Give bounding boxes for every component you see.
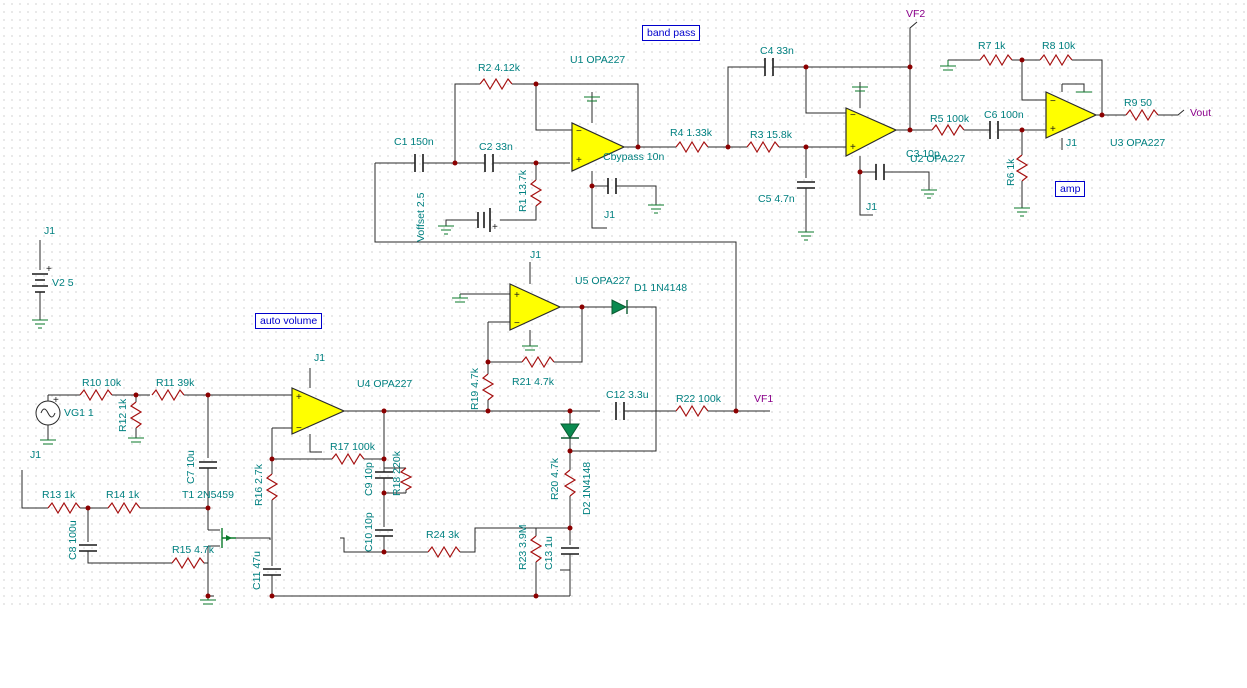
c10-label: C10 10p xyxy=(363,512,375,552)
u4-label: U4 OPA227 xyxy=(357,378,412,390)
u1-minus-sign: − xyxy=(576,126,582,137)
band-pass-title: band pass xyxy=(642,25,701,41)
u2-plus-sign: + xyxy=(850,142,856,153)
vg1-plus-sign: + xyxy=(53,395,59,406)
c1-label: C1 150n xyxy=(394,136,434,148)
vout-net-label: Vout xyxy=(1190,107,1211,119)
j1-label-2: J1 xyxy=(30,449,41,461)
v2-label: V2 5 xyxy=(52,277,74,289)
c7-label: C7 10u xyxy=(185,450,197,484)
c3-label: C3 10p xyxy=(906,148,940,160)
band-pass-section xyxy=(374,21,937,411)
r3-label: R3 15.8k xyxy=(750,129,793,141)
auto-volume-title: auto volume xyxy=(255,313,323,329)
r4-label: R4 1.33k xyxy=(670,127,713,139)
u5-plus-sign: + xyxy=(514,290,520,301)
vf2-net-label: VF2 xyxy=(906,8,925,20)
r22-label: R22 100k xyxy=(676,393,722,405)
r8-label: R8 10k xyxy=(1042,40,1076,52)
r16-label: R16 2.7k xyxy=(253,463,265,506)
r15-label: R15 4.7k xyxy=(172,544,215,556)
u3-minus-sign: − xyxy=(1050,96,1056,107)
auto-volume-section xyxy=(21,262,770,605)
voffset-label: Voffset 2.5 xyxy=(415,192,427,242)
r1-label: R1 13.7k xyxy=(517,169,529,212)
cbypass-label: Cbypass 10n xyxy=(603,151,664,163)
r14-label: R14 1k xyxy=(106,489,140,501)
j1-label-7: J1 xyxy=(1066,137,1077,149)
vg1-label: VG1 1 xyxy=(64,407,94,419)
voffset-plus-sign: + xyxy=(492,222,498,233)
u1-plus-sign: + xyxy=(576,155,582,166)
u4-minus-sign: − xyxy=(296,423,302,434)
r7-label: R7 1k xyxy=(978,40,1006,52)
u5-label: U5 OPA227 xyxy=(575,275,630,287)
r18-label: R18 220k xyxy=(391,450,403,496)
r5-label: R5 100k xyxy=(930,113,970,125)
r20-label: R20 4.7k xyxy=(549,457,561,500)
j1-label-1: J1 xyxy=(44,225,55,237)
c4-label: C4 33n xyxy=(760,45,794,57)
opamp-pin-signs: − + − + − + + − + − + + + xyxy=(46,96,1056,434)
v2-plus-sign: + xyxy=(46,264,52,275)
r9-label: R9 50 xyxy=(1124,97,1152,109)
j1-label-4: J1 xyxy=(530,249,541,261)
r11-label: R11 39k xyxy=(156,377,195,389)
j1-label-6: J1 xyxy=(866,201,877,213)
u4-plus-sign: + xyxy=(296,392,302,403)
u1-label: U1 OPA227 xyxy=(570,54,625,66)
c8-label: C8 100u xyxy=(67,520,79,560)
t1-label: T1 2N5459 xyxy=(182,489,234,501)
r13-label: R13 1k xyxy=(42,489,76,501)
vf1-net-label: VF1 xyxy=(754,393,773,405)
u3-plus-sign: + xyxy=(1050,124,1056,135)
r23-label: R23 3.9M xyxy=(517,524,529,570)
c11-label: C11 47u xyxy=(251,551,263,590)
r12-label: R12 1k xyxy=(117,398,129,432)
u3-label: U3 OPA227 xyxy=(1110,137,1165,149)
r24-label: R24 3k xyxy=(426,529,460,541)
r17-label: R17 100k xyxy=(330,441,376,453)
r19-label: R19 4.7k xyxy=(469,367,481,410)
u2-minus-sign: − xyxy=(850,110,856,121)
r10-label: R10 10k xyxy=(82,377,122,389)
d1-label: D1 1N4148 xyxy=(634,282,687,294)
component-labels: R2 4.12k U1 OPA227 C1 150n C2 33n Cbypas… xyxy=(30,40,1165,590)
amp-title: amp xyxy=(1055,181,1086,197)
c5-label: C5 4.7n xyxy=(758,193,795,205)
c9-label: C9 10p xyxy=(363,462,375,496)
r21-label: R21 4.7k xyxy=(512,376,555,388)
c6-label: C6 100n xyxy=(984,109,1024,121)
c2-label: C2 33n xyxy=(479,141,513,153)
r6-label: R6 1k xyxy=(1005,158,1017,186)
u2-label: U2 OPA227 xyxy=(910,153,965,165)
u5-minus-sign: − xyxy=(514,318,520,329)
j1-label-3: J1 xyxy=(314,352,325,364)
c12-label: C12 3.3u xyxy=(606,389,649,401)
supply-section xyxy=(32,240,80,445)
d2-label: D2 1N4148 xyxy=(581,462,593,515)
net-labels: VF2 Vout VF1 xyxy=(754,8,1211,405)
junction-dots xyxy=(85,57,1105,599)
c13-label: C13 1u xyxy=(543,536,555,570)
j1-label-5: J1 xyxy=(604,209,615,221)
r2-label: R2 4.12k xyxy=(478,62,521,74)
